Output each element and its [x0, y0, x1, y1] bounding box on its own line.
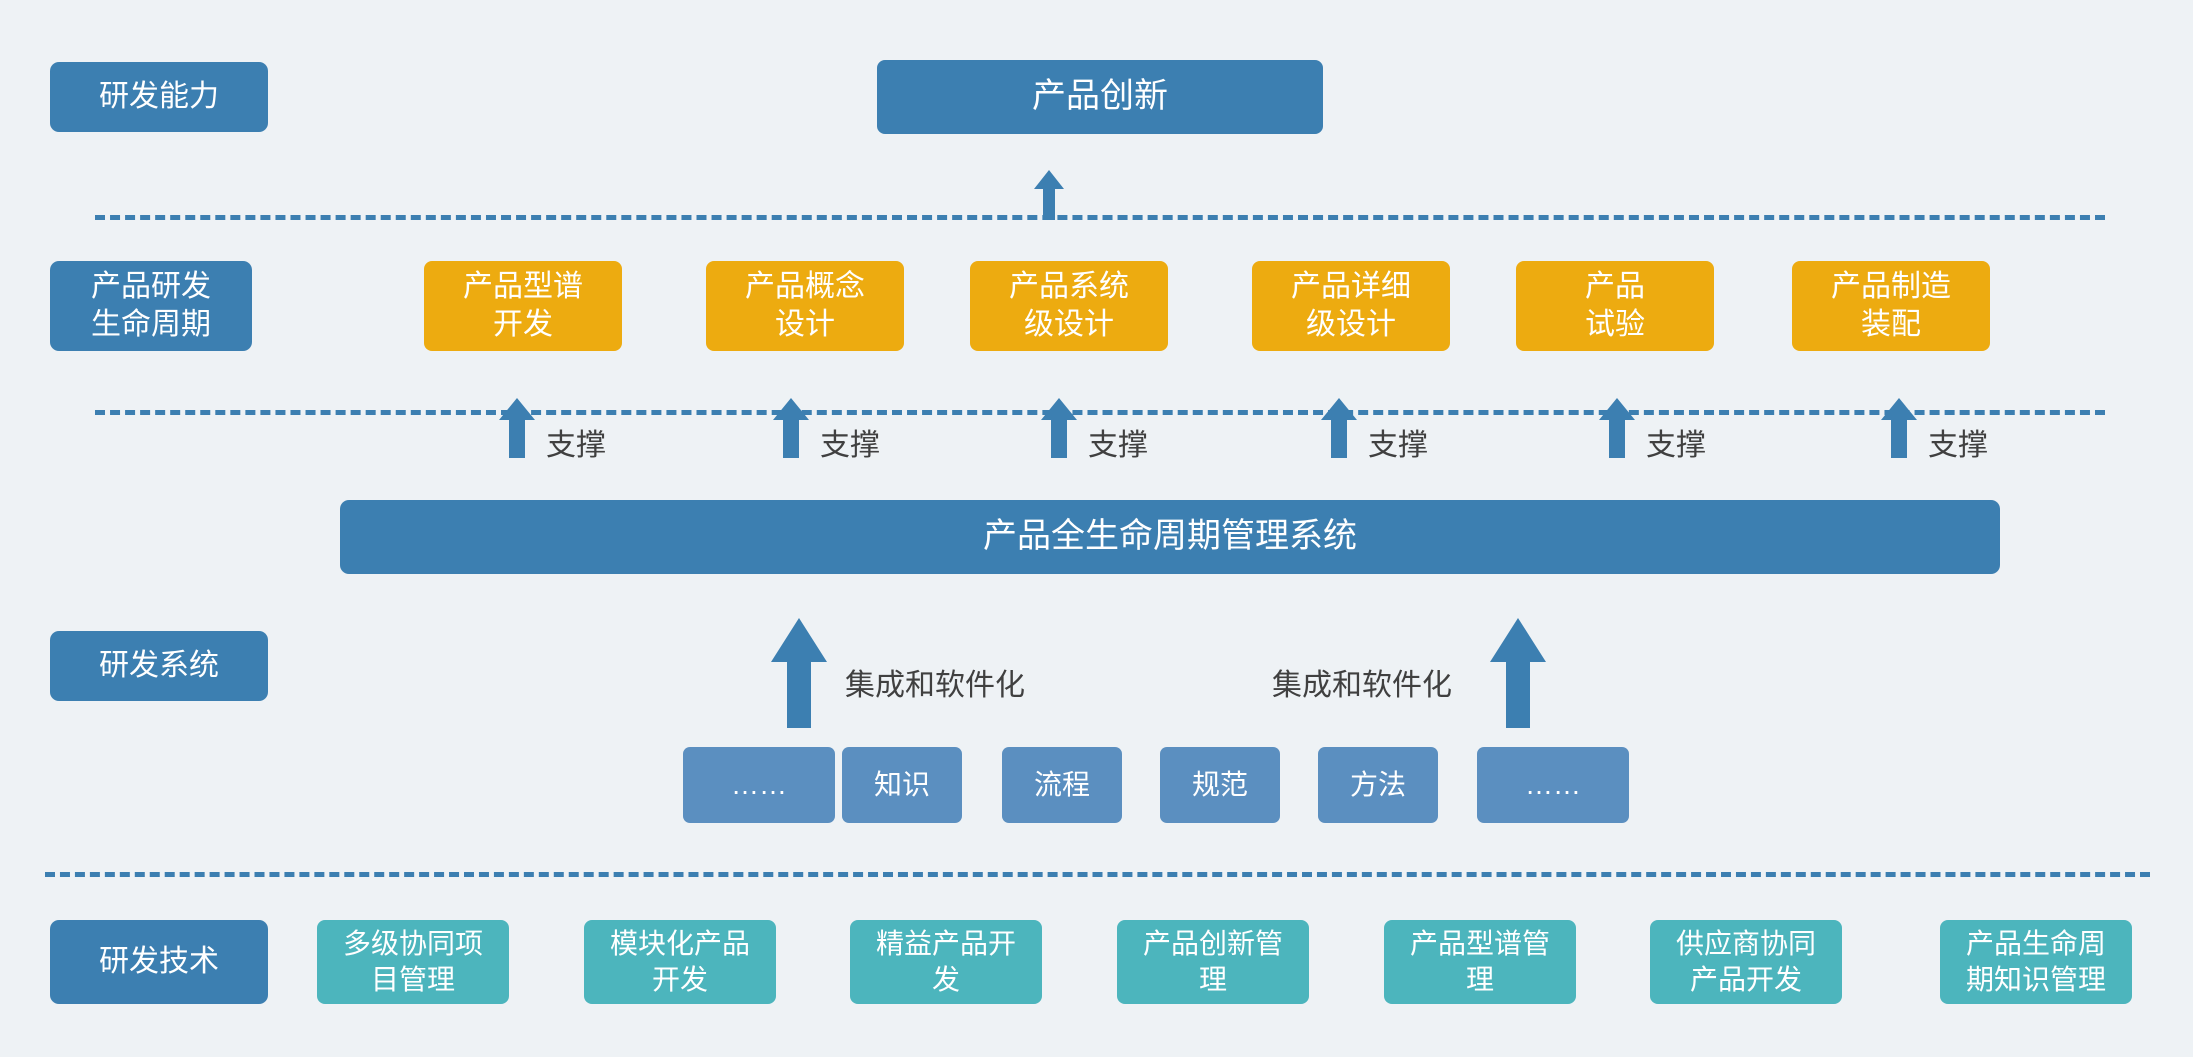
chip-3: 规范: [1160, 747, 1280, 823]
technology-1: 模块化产品 开发: [584, 920, 776, 1004]
integration-label-right: 集成和软件化: [1272, 669, 1452, 702]
lifecycle-stage-1: 产品概念 设计: [706, 261, 904, 351]
support-label-2: 支撑: [1088, 429, 1148, 462]
chip-2: 流程: [1002, 747, 1122, 823]
divider-system-technology: [45, 872, 2150, 877]
technology-0: 多级协同项 目管理: [317, 920, 509, 1004]
support-arrow-5: [1880, 398, 1918, 458]
lifecycle-stage-5: 产品制造 装配: [1792, 261, 1990, 351]
integration-label-left: 集成和软件化: [845, 669, 1025, 702]
support-label-5: 支撑: [1928, 429, 1988, 462]
chip-4: 方法: [1318, 747, 1438, 823]
support-arrow-3: [1320, 398, 1358, 458]
lifecycle-stage-0: 产品型谱 开发: [424, 261, 622, 351]
plm-system-bar: 产品全生命周期管理系统: [340, 500, 2000, 574]
technology-6: 产品生命周 期知识管理: [1940, 920, 2132, 1004]
support-label-3: 支撑: [1368, 429, 1428, 462]
row-label-capability: 研发能力: [50, 62, 268, 132]
chip-1: 知识: [842, 747, 962, 823]
support-label-4: 支撑: [1646, 429, 1706, 462]
row-label-technology: 研发技术: [50, 920, 268, 1004]
technology-3: 产品创新管 理: [1117, 920, 1309, 1004]
row-label-lifecycle: 产品研发 生命周期: [50, 261, 252, 351]
lifecycle-stage-4: 产品 试验: [1516, 261, 1714, 351]
arrow-up-to-product-innovation: [1033, 170, 1065, 220]
technology-5: 供应商协同 产品开发: [1650, 920, 1842, 1004]
support-arrow-4: [1598, 398, 1636, 458]
divider-lifecycle-system: [95, 410, 2105, 415]
technology-2: 精益产品开 发: [850, 920, 1042, 1004]
support-arrow-0: [498, 398, 536, 458]
chip-5: ……: [1477, 747, 1629, 823]
integration-arrow-right: [1489, 618, 1547, 728]
technology-4: 产品型谱管 理: [1384, 920, 1576, 1004]
support-arrow-2: [1040, 398, 1078, 458]
product-innovation-box: 产品创新: [877, 60, 1323, 134]
lifecycle-stage-2: 产品系统 级设计: [970, 261, 1168, 351]
chip-0: ……: [683, 747, 835, 823]
row-label-system: 研发系统: [50, 631, 268, 701]
support-arrow-1: [772, 398, 810, 458]
support-label-0: 支撑: [546, 429, 606, 462]
integration-arrow-left: [770, 618, 828, 728]
lifecycle-stage-3: 产品详细 级设计: [1252, 261, 1450, 351]
divider-capability-lifecycle: [95, 215, 2105, 220]
support-label-1: 支撑: [820, 429, 880, 462]
